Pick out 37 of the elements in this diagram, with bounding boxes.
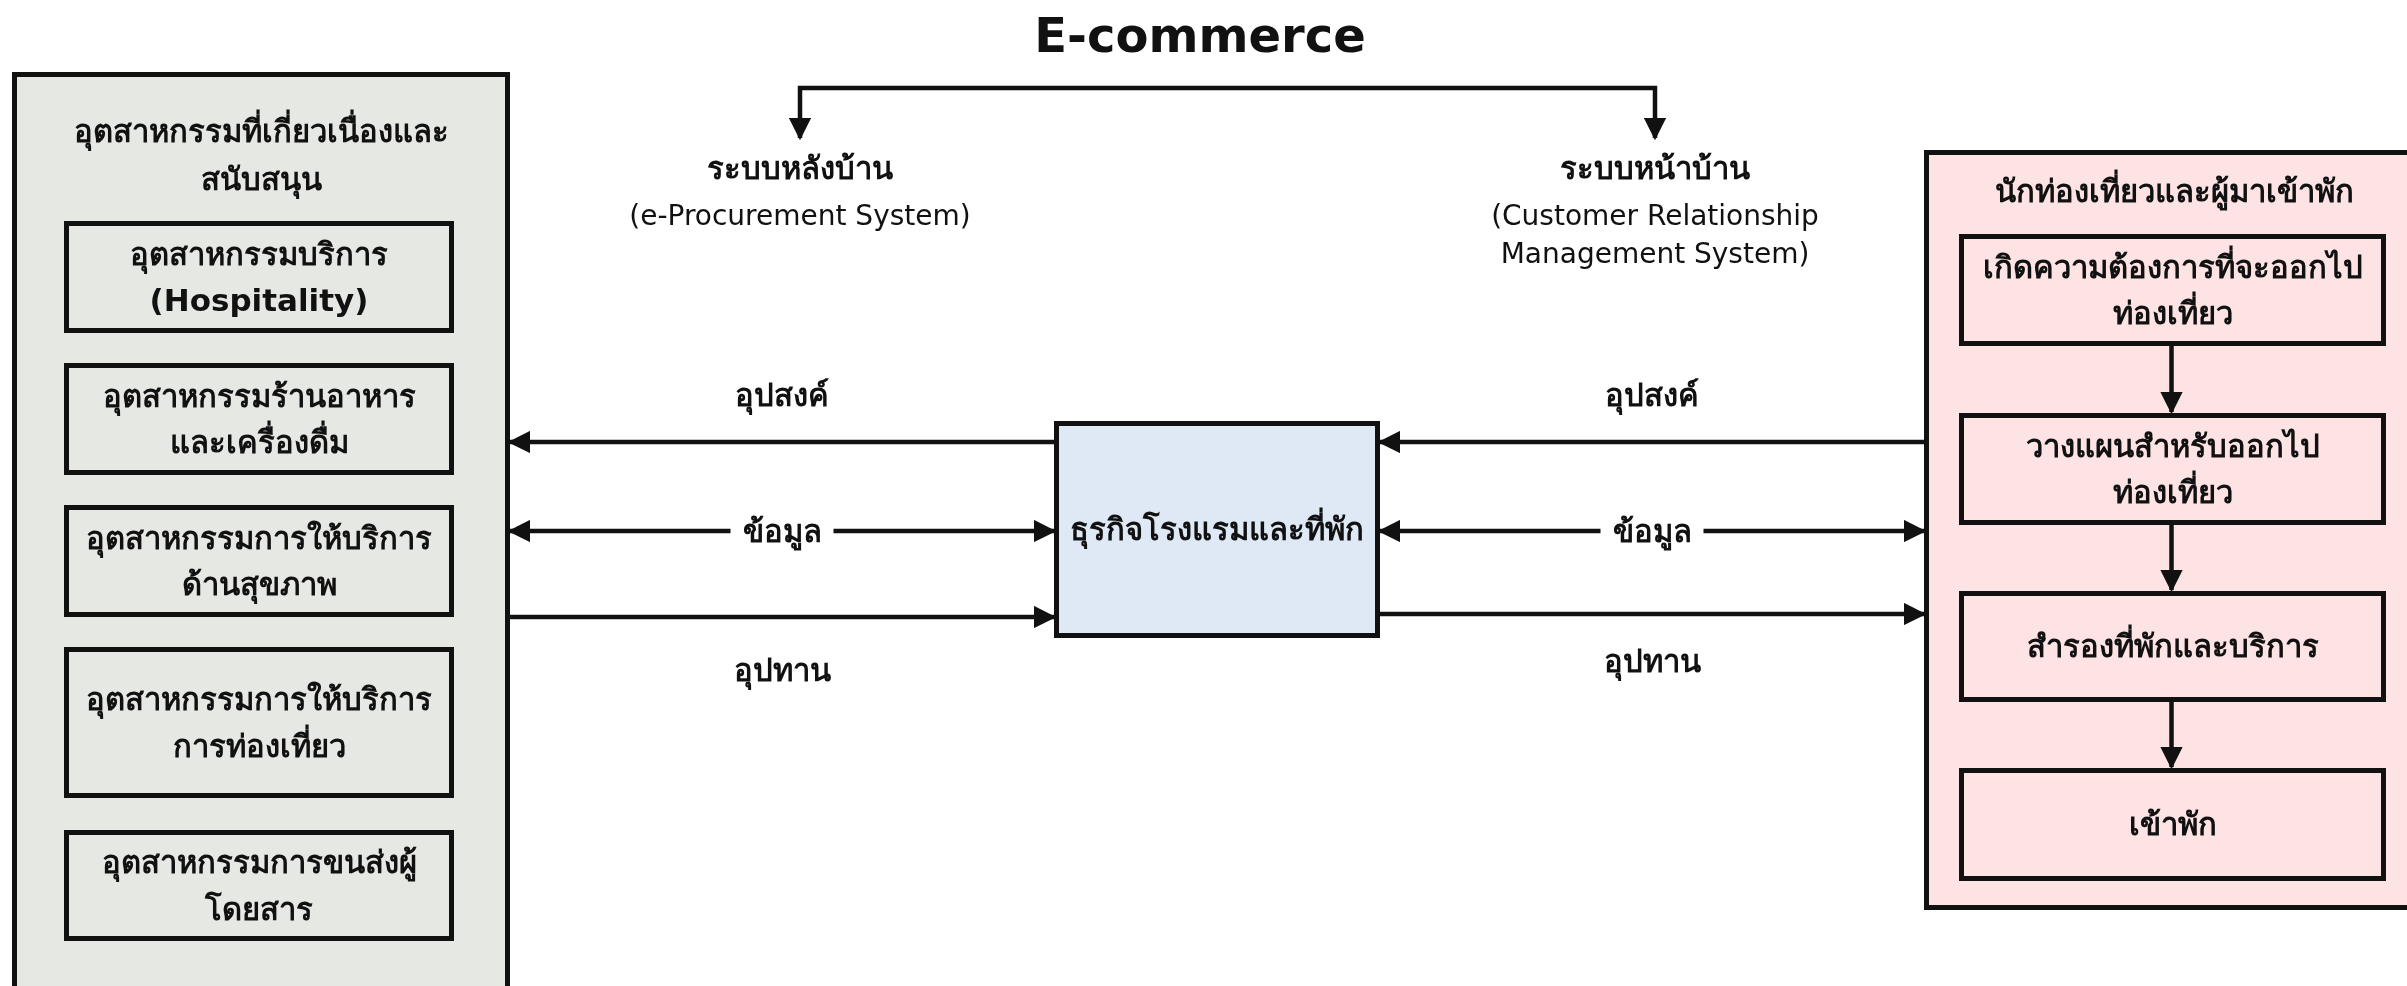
system-subtitle: (Customer Relationship Management System) (1490, 198, 1820, 273)
process-box (1959, 413, 2386, 525)
box-label: ธุรกิจโรงแรมและที่พัก (1070, 506, 1364, 553)
process-box (64, 505, 454, 617)
edge-label: อุปทาน (732, 651, 832, 692)
process-box (1959, 768, 2386, 881)
system-label: ระบบหลังบ้าน (707, 149, 893, 188)
edge-label: อุปสงค์ (734, 376, 830, 417)
process-box (64, 221, 454, 333)
system-subtitle: (e-Procurement System) (629, 198, 971, 235)
process-box (64, 647, 454, 798)
process-box (64, 830, 454, 941)
box-label: อุตสาหกรรมการขนส่งผู้โดยสาร (100, 843, 418, 929)
process-box (1959, 234, 2386, 346)
box-label: สำรองที่พักและบริการ (2026, 623, 2319, 670)
group-panel (1924, 150, 2407, 910)
title: E-commerce (1034, 7, 1366, 63)
group-panel (12, 72, 510, 986)
edge-label: อุปสงค์ (1604, 376, 1700, 417)
box-label: เข้าพัก (2128, 805, 2217, 845)
process-box (64, 363, 454, 475)
arrow (2160, 524, 2183, 593)
box-label: เกิดความต้องการที่จะออกไปท่องเที่ยว (1964, 243, 2381, 337)
box-label: อุตสาหกรรมร้านอาหารและเครื่องดื่ม (101, 376, 417, 462)
system-label: ระบบหน้าบ้าน (1560, 149, 1750, 188)
arrow (2160, 345, 2183, 415)
box-label: วางแผนสำหรับออกไปท่องเที่ยว (2024, 426, 2321, 512)
process-box (1959, 591, 2386, 702)
box-label: อุตสาหกรรมการให้บริการด้านสุขภาพ (85, 518, 433, 606)
panel-heading: นักท่องเที่ยวและผู้มาเข้าพัก (1994, 167, 2354, 216)
box-label: อุตสาหกรรมการให้บริการการท่องเที่ยว (85, 680, 433, 766)
box-label: อุตสาหกรรมบริการ (Hospitality) (129, 234, 389, 320)
bracket-arrow (788, 85, 1667, 141)
process-box (1054, 421, 1380, 638)
panel-heading: อุตสาหกรรมที่เกี่ยวเนื่องและสนับสนุน (71, 107, 451, 204)
arrow (2160, 701, 2183, 770)
edge-label: อุปทาน (1602, 642, 1702, 683)
